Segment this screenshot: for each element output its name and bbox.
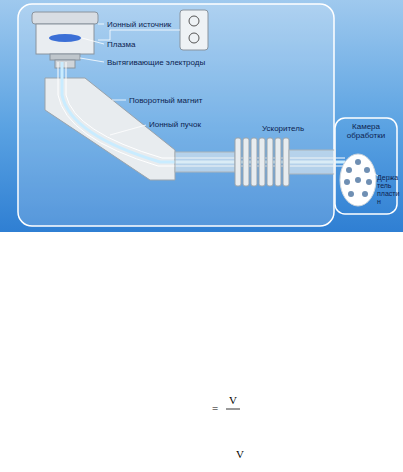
part-label: Ионный источник [107,20,171,29]
part-label: Ионный пучок [149,120,201,129]
chamber-box: Камера обработки [335,118,397,158]
formula-symbol: = [212,402,218,415]
formula-symbol: V [236,448,244,461]
part-label: Вытягивающие электроды [107,58,205,67]
part-label: Поворотный магнит [129,96,202,105]
chamber-title: Камера обработки [335,118,397,144]
formula-symbol: V [229,394,237,407]
part-label: Ускоритель [262,124,304,133]
part-label: Держатель пластин [377,174,401,206]
part-label: Плазма [107,40,135,49]
